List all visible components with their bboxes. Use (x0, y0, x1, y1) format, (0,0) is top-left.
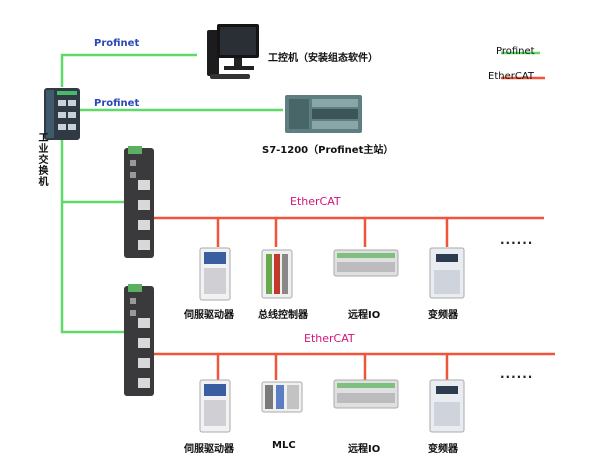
plc-s7-1200-device (285, 95, 362, 133)
bus-1-device-label: 远程IO (348, 310, 381, 321)
mlc-2 (261, 381, 303, 413)
industrial-switch-label: 工业交换机 (36, 132, 47, 187)
ethercat-gateway-2 (124, 284, 154, 396)
servo-drive-1 (199, 247, 231, 301)
bus-1-device-label: 变频器 (428, 310, 458, 321)
bus-2-device-label: MLC (272, 440, 296, 451)
bus-controller-1 (261, 249, 293, 299)
servo-drive-2 (199, 379, 231, 433)
industrial-pc-device (207, 24, 259, 79)
bus-1-device-label: 总线控制器 (258, 310, 308, 321)
pc-label: 工控机（安装组态软件） (268, 53, 378, 64)
remote-io-2 (333, 379, 399, 409)
remote-io-1 (333, 249, 399, 277)
bus-1-device-label: 伺服驱动器 (184, 310, 234, 321)
ethercat-bus-1-label: EtherCAT (290, 195, 341, 208)
plc-label: S7-1200（Profinet主站） (262, 145, 394, 156)
bus-2-ellipsis: ······ (500, 370, 534, 384)
bus-2-device-label: 变频器 (428, 444, 458, 455)
industrial-switch-device (44, 88, 80, 140)
vfd-1 (429, 247, 465, 299)
ethercat-drops-2 (216, 354, 449, 380)
ethercat-bus-2-label: EtherCAT (304, 332, 355, 345)
vfd-2 (429, 379, 465, 433)
profinet-label-pc: Profinet (94, 38, 140, 49)
profinet-trunk (60, 140, 124, 334)
bus-2-device-label: 远程IO (348, 444, 381, 455)
ethercat-drops-1 (216, 218, 449, 247)
legend-profinet-label: Profinet (496, 46, 535, 57)
bus-1-ellipsis: ······ (500, 236, 534, 250)
ethercat-gateway-1 (124, 146, 154, 258)
profinet-line-pc (60, 53, 197, 87)
legend-ethercat-label: EtherCAT (488, 71, 534, 82)
profinet-label-plc: Profinet (94, 98, 140, 109)
bus-2-device-label: 伺服驱动器 (184, 444, 234, 455)
